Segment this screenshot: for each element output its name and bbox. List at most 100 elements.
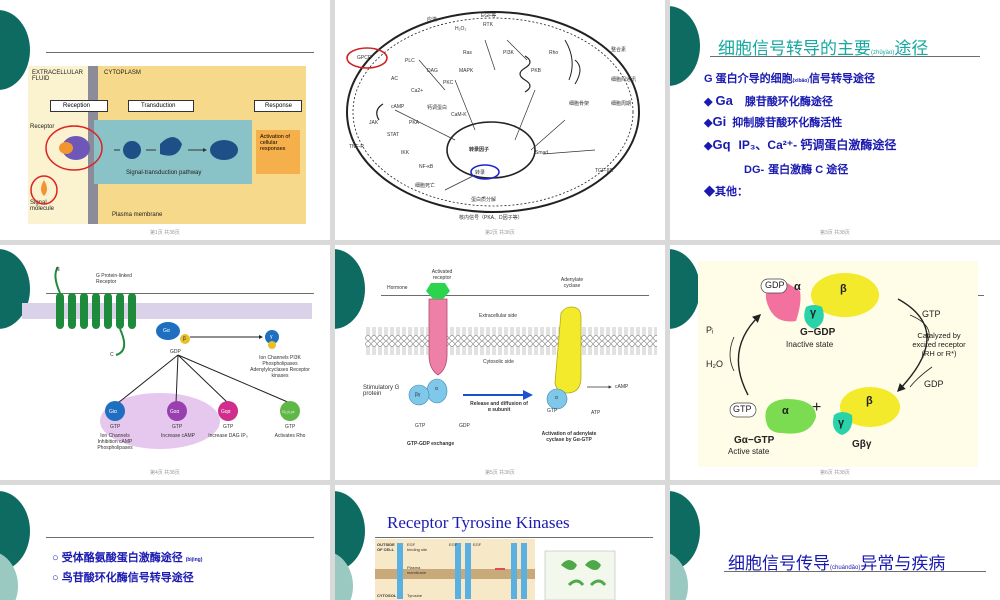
betagamma-label: βγ (415, 392, 421, 398)
exchange-label: GTP-GDP exchange (407, 441, 455, 447)
extracellular-label: EXTRACELLULAR FLUID (32, 70, 84, 82)
egf-label-2: EGF (473, 542, 482, 547)
slide-footer: 第4页 共38页 (150, 470, 180, 476)
line1-b: 信号转导途径 (809, 73, 876, 85)
gdp-label: GDP (170, 349, 181, 355)
step1-label: Reception (63, 103, 91, 109)
active-state-label: Active state (728, 447, 770, 456)
cell-signaling-diagram: EXTRACELLULAR FLUID CYTOPLASM Reception … (28, 66, 306, 224)
step2-label: Transduction (141, 103, 176, 109)
label-nfkb: NF-κB (419, 164, 434, 170)
pi-label: Pᵢ (706, 325, 714, 335)
effect-gs: Increase cAMP (161, 433, 195, 439)
plasma-membrane-label: Plasma membrane (407, 565, 427, 575)
gdp-label: GDP (765, 280, 785, 290)
c-terminus-label: C (110, 352, 114, 358)
effect-g12: Activates Rho (274, 433, 306, 439)
gq-key: Gq (712, 137, 731, 152)
label-proteolysis: 蛋白质分解 (471, 197, 497, 203)
slide-footer: 第2页 共38页 (485, 230, 515, 236)
right-effectors: Ion Channels PI3K Phospholipases Adenyly… (250, 355, 310, 379)
gdp-label: GDP (459, 423, 470, 429)
g-beta-label: β (183, 336, 186, 342)
hormone-label: Hormone (387, 285, 408, 291)
gi-text: 抑制腺苷酸环化酶活性 (732, 117, 843, 129)
teal-decoration (0, 10, 30, 90)
gtp-small-label: GTP (733, 404, 752, 414)
egf-binding-label: EGF binding site (407, 542, 428, 552)
line1-a: G 蛋白介导的细胞 (704, 73, 793, 85)
item1-text: 受体酪氨酸蛋白激酶途径 (61, 552, 183, 564)
h2o-label: H₂O (706, 359, 723, 369)
alpha-label: α (794, 281, 801, 293)
label-tgfbr: TGF-βR (595, 168, 614, 174)
label-h2o2: H₂O₂ (455, 26, 467, 32)
label-gpcr: GPCR (357, 55, 372, 61)
ga-gtp-label: Gα−GTP (734, 435, 775, 446)
label-jak: JAK (369, 120, 379, 126)
cytoplasm-label: CYTOPLASM (104, 70, 141, 76)
g-protein-receptor-diagram (22, 266, 312, 449)
stimulatory-label: Stimulatory G protein (363, 385, 400, 397)
gtp-label-2: GTP (172, 424, 183, 430)
gs-alpha-label: Gsα (170, 409, 180, 415)
slide-thumbnail-9[interactable]: 细胞信号传导(chuándǎo)异常与疾病 (670, 485, 1000, 600)
label-pkb: PKB (531, 68, 542, 74)
step3-label: Response (265, 103, 293, 109)
gamma-free-label: γ (838, 417, 845, 429)
label-cycle: 细胞周期 (611, 101, 632, 107)
beta-label: β (840, 283, 847, 295)
plasma-membrane-band (88, 66, 98, 224)
title-rule (381, 295, 649, 296)
item2-text: 鸟苷酸环化酶信号转导途径 (61, 572, 194, 584)
alpha-label-2: α (555, 395, 558, 401)
release-label: Release and diffusion of α subunit (470, 401, 528, 413)
alpha-label-1: α (435, 386, 438, 392)
bullet-rtk-pathway: ○ 受体酪氨酸蛋白激酶途径(bìjìng) (52, 552, 203, 564)
activated-receptor-label: Activated receptor (431, 269, 453, 281)
response-box: Activation of cellular responses (256, 130, 300, 174)
g-gdp-label: G−GDP (800, 327, 836, 338)
n-terminus-label: N (56, 267, 60, 273)
label-rtk: RTK (483, 22, 493, 28)
label-death: 细胞死亡 (415, 183, 436, 189)
slide-title: 细胞信号转导的主要(zhǔyào)途径 (718, 34, 928, 59)
gtp-top-label: GTP (922, 309, 941, 319)
receptor-label: Receptor (30, 124, 55, 130)
adenylate-cyclase-diagram (365, 283, 657, 410)
slide-thumbnail-5[interactable]: Hormone Activated receptor Adenylate cyc… (335, 245, 665, 480)
catalyzed-label: Catalyzed by excited receptor (RH or R*) (912, 331, 966, 358)
label-ras: Ras (463, 50, 472, 56)
label-stat: STAT (387, 132, 400, 138)
beta-free-label: β (866, 395, 873, 407)
title-pinyin: (chuándǎo) (830, 565, 861, 571)
title-rule (46, 293, 314, 294)
slide-thumbnail-2[interactable]: EGF等 应激 H₂O₂ RTK GPCR PLC DAG Ras PI3K R… (335, 0, 665, 240)
label-tnfr: TNF-R (349, 144, 364, 150)
label-smad: Smad (535, 150, 549, 156)
slide-thumbnail-1[interactable]: EXTRACELLULAR FLUID CYTOPLASM Reception … (0, 0, 330, 240)
signaling-network-diagram (346, 11, 640, 213)
slide-footer: 第1页 共38页 (150, 230, 180, 236)
label-egf: EGF等 (481, 13, 497, 19)
slide-thumbnail-3[interactable]: 细胞信号转导的主要(zhǔyào)途径 G 蛋白介导的细胞(xìbāo)信号转导… (670, 0, 1000, 240)
slide-thumbnail-6[interactable]: GDP α β γ G−GDP Inactive state GTP Catal… (670, 245, 1000, 480)
title-rule (46, 52, 314, 53)
title-rule (46, 537, 314, 538)
step-reception: Reception (50, 100, 108, 112)
slide-thumbnail-8[interactable]: Receptor Tyrosine Kinases OUTSIDE OF CEL… (335, 485, 665, 600)
gamma-label: γ (810, 307, 817, 319)
dg-key: DG- (744, 164, 765, 176)
plus-sign: + (812, 399, 822, 416)
effect-gq: Increase DAG IP₃ (208, 433, 248, 439)
slide-thumbnail-4[interactable]: N C G Protein-linked Receptor Gα β γ GDP… (0, 245, 330, 480)
label-pka: PKA (409, 120, 420, 126)
gi-alpha-label: Giα (109, 409, 117, 415)
gtp-label-left: GTP (415, 423, 426, 429)
slide-title: 细胞信号传导(chuándǎo)异常与疾病 (728, 549, 945, 574)
slide-thumbnail-7[interactable]: ○ 受体酪氨酸蛋白激酶途径(bìjìng) ○ 鸟苷酸环化酶信号转导途径 (0, 485, 330, 600)
title-text: 细胞信号传导 (728, 554, 830, 573)
response-text: Activation of cellular responses (260, 134, 290, 152)
